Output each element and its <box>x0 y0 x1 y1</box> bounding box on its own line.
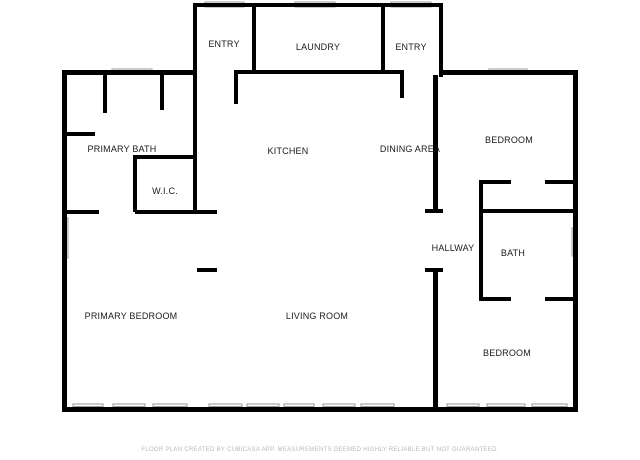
wall-segment <box>67 132 95 136</box>
wall-segment <box>573 70 578 412</box>
wall-segment <box>439 3 443 77</box>
wall-segment <box>193 3 443 7</box>
room-label-dining-area: DINING AREA <box>379 144 441 154</box>
wall-segment <box>479 180 511 184</box>
wall-segment <box>234 70 404 74</box>
wall-segment <box>252 7 256 73</box>
wall-segment <box>425 268 443 272</box>
wall-segment <box>479 180 483 272</box>
wall-segment <box>197 268 217 272</box>
room-label-living-room: LIVING ROOM <box>285 311 349 321</box>
wall-segment <box>133 155 197 159</box>
wall-segment <box>135 210 217 214</box>
room-label-laundry: LAUNDRY <box>295 42 341 52</box>
wall-segment <box>439 70 578 75</box>
wall-segment <box>545 297 573 301</box>
room-label-hallway: HALLWAY <box>431 243 475 253</box>
room-label-bedroom-bottom: BEDROOM <box>483 348 531 358</box>
room-label-wic: W.I.C. <box>152 186 178 196</box>
wall-segment <box>400 70 404 98</box>
room-label-primary-bedroom: PRIMARY BEDROOM <box>84 311 178 321</box>
walls <box>62 3 578 412</box>
footer-disclaimer: FLOOR PLAN CREATED BY CUBICASA APP. MEAS… <box>141 447 499 453</box>
wall-segment <box>433 272 438 412</box>
room-label-bath: BATH <box>500 248 526 258</box>
room-label-entry-right: ENTRY <box>395 42 427 52</box>
wall-segment <box>67 210 99 214</box>
wall-segment <box>479 297 511 301</box>
wall-segment <box>160 75 164 110</box>
room-label-entry-left: ENTRY <box>208 39 240 49</box>
wall-segment <box>103 75 107 113</box>
wall-segment <box>234 70 238 104</box>
wall-segment <box>481 209 573 213</box>
wall-segment <box>381 7 385 73</box>
wall-segment <box>479 272 483 300</box>
wall-segment <box>193 3 197 210</box>
room-label-kitchen: KITCHEN <box>267 146 309 156</box>
room-label-bedroom-top: BEDROOM <box>485 135 533 145</box>
wall-segment <box>62 407 578 412</box>
wall-segment <box>62 70 67 412</box>
room-label-primary-bath: PRIMARY BATH <box>87 144 157 154</box>
wall-segment <box>545 180 573 184</box>
wall-segment <box>425 209 443 213</box>
wall-segment <box>433 75 438 212</box>
wall-segment <box>133 159 137 212</box>
wall-segment <box>62 70 197 75</box>
